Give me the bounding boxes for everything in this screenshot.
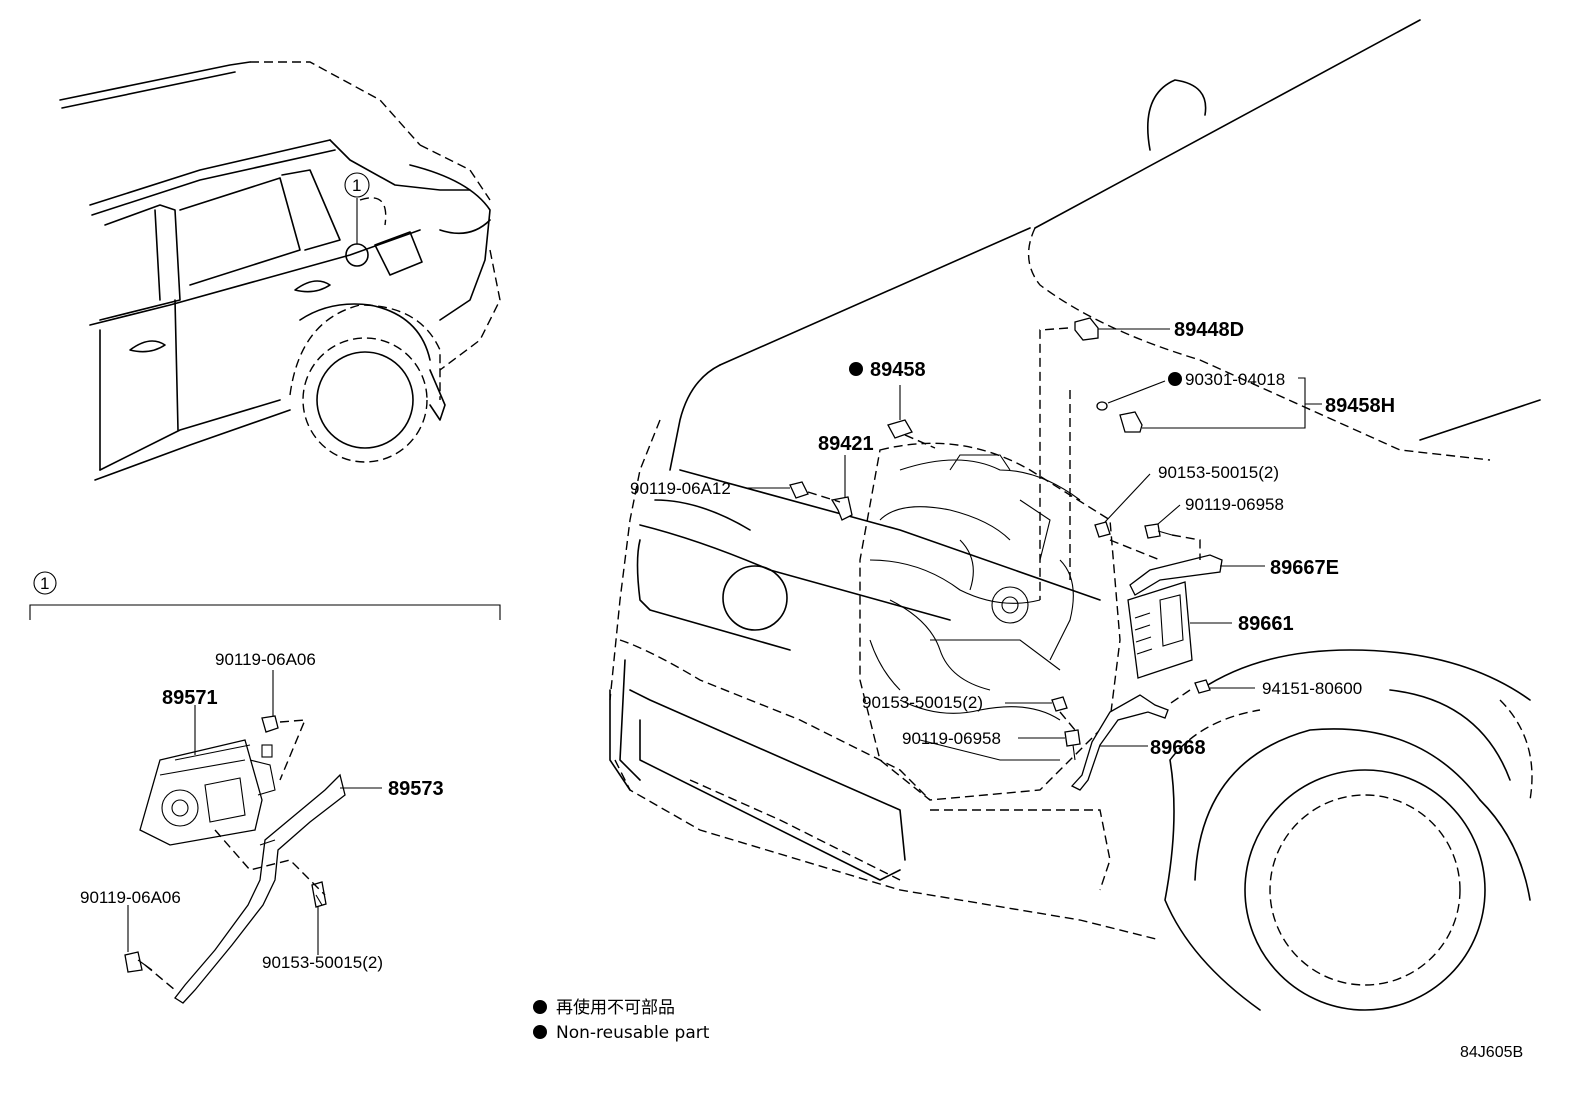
vehicle-front-view [609, 19, 1541, 1011]
label-90153-50015-top: 90153-50015(2) [1158, 463, 1279, 482]
label-94151-80600: 94151-80600 [1262, 679, 1362, 698]
label-89571: 89571 [162, 687, 218, 709]
bracket-89573 [174, 773, 346, 1004]
legend-line-cn: 再使用不可部品 [556, 997, 675, 1018]
bolt-90119-06958-top [1144, 504, 1181, 539]
module-89571 [139, 739, 276, 846]
callout-number: 1 [352, 176, 361, 195]
label-90119-06958-top: 90119-06958 [1185, 495, 1284, 514]
bolt-90153-50015-bot [311, 881, 327, 908]
bolt-90119-06A06-bot [124, 951, 153, 973]
bracket-89668 [1070, 694, 1169, 791]
bolt-90119-06958-bot [1018, 729, 1081, 761]
label-89448D: 89448D [1174, 319, 1244, 341]
label-90153-50015-bot: 90153-50015(2) [262, 953, 383, 972]
sensor-89458H [1096, 372, 1322, 433]
bracket-89421 [830, 455, 853, 521]
legend-non-reusable-icon [533, 1000, 547, 1014]
bolt-90119-06A12 [745, 481, 809, 499]
legend: 再使用不可部品 Non-reusable part [533, 997, 710, 1043]
vehicle-rear-view: 1 [59, 61, 501, 481]
label-89661: 89661 [1238, 613, 1294, 635]
bolt-90119-06A06-top [261, 715, 279, 733]
legend-non-reusable-icon-en [533, 1025, 547, 1039]
engine-assembly [859, 442, 1121, 801]
label-90301-04018: 90301-04018 [1185, 370, 1285, 389]
label-90153-50015-mid: 90153-50015(2) [862, 693, 983, 712]
label-90119-06958-bot: 90119-06958 [902, 729, 1001, 748]
ecu-89661 [1127, 581, 1232, 679]
sensor-89448D [1074, 317, 1170, 341]
sensor-89458 [849, 362, 913, 439]
label-89458H: 89458H [1325, 395, 1395, 417]
nut-94151-80600 [1194, 679, 1255, 694]
bolt-90153-50015-top [1094, 473, 1151, 538]
bolt-90153-50015-mid [1005, 696, 1068, 712]
label-90119-06A06-bot: 90119-06A06 [80, 888, 181, 907]
label-89668: 89668 [1150, 737, 1206, 759]
bracket-89667E [1129, 554, 1265, 596]
detail-1-group: 1 [29, 571, 501, 1004]
label-89458: 89458 [870, 359, 926, 381]
non-reusable-icon-90301 [1168, 372, 1182, 386]
label-90119-06A06-top: 90119-06A06 [215, 650, 316, 669]
detail-callout-number: 1 [40, 574, 49, 593]
label-89667E: 89667E [1270, 557, 1339, 579]
label-90119-06A12: 90119-06A12 [630, 479, 731, 498]
diagram-id: 84J605B [1460, 1044, 1523, 1061]
label-89573: 89573 [388, 778, 444, 800]
non-reusable-icon-89458 [849, 362, 863, 376]
legend-line-en: Non-reusable part [556, 1023, 710, 1043]
label-89421: 89421 [818, 433, 874, 455]
